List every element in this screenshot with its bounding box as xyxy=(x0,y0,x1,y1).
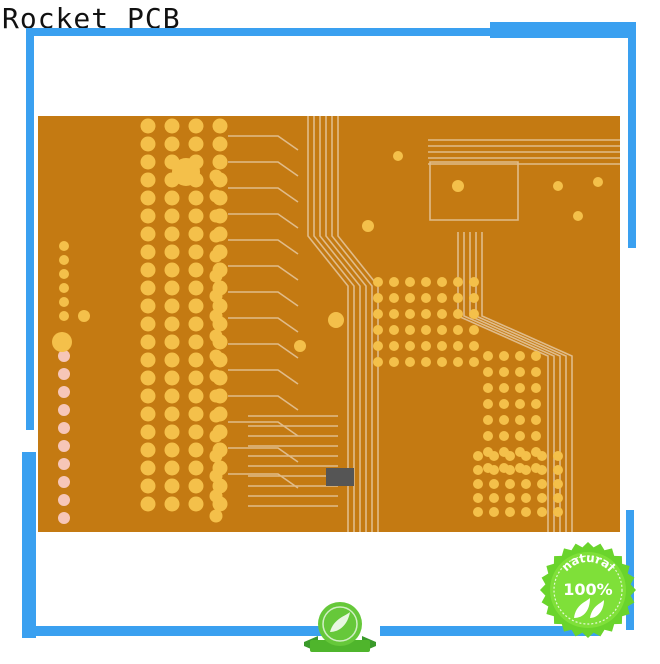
frame-bottom-right xyxy=(380,626,600,636)
badge-percent: 100% xyxy=(563,580,612,599)
frame-top-left xyxy=(26,28,34,430)
frame-bottom xyxy=(22,626,342,636)
natural-badge-small-icon xyxy=(300,598,380,660)
frame-left-lower xyxy=(22,452,36,638)
pcb-board-image xyxy=(38,116,620,532)
frame-right xyxy=(628,22,636,248)
natural-badge-icon: natural 100% xyxy=(540,542,636,638)
frame-top-right-bar xyxy=(490,22,636,38)
frame-top-bar xyxy=(26,28,494,36)
natural-100-badge: natural 100% xyxy=(538,540,638,640)
frame-right-lower xyxy=(626,510,634,630)
